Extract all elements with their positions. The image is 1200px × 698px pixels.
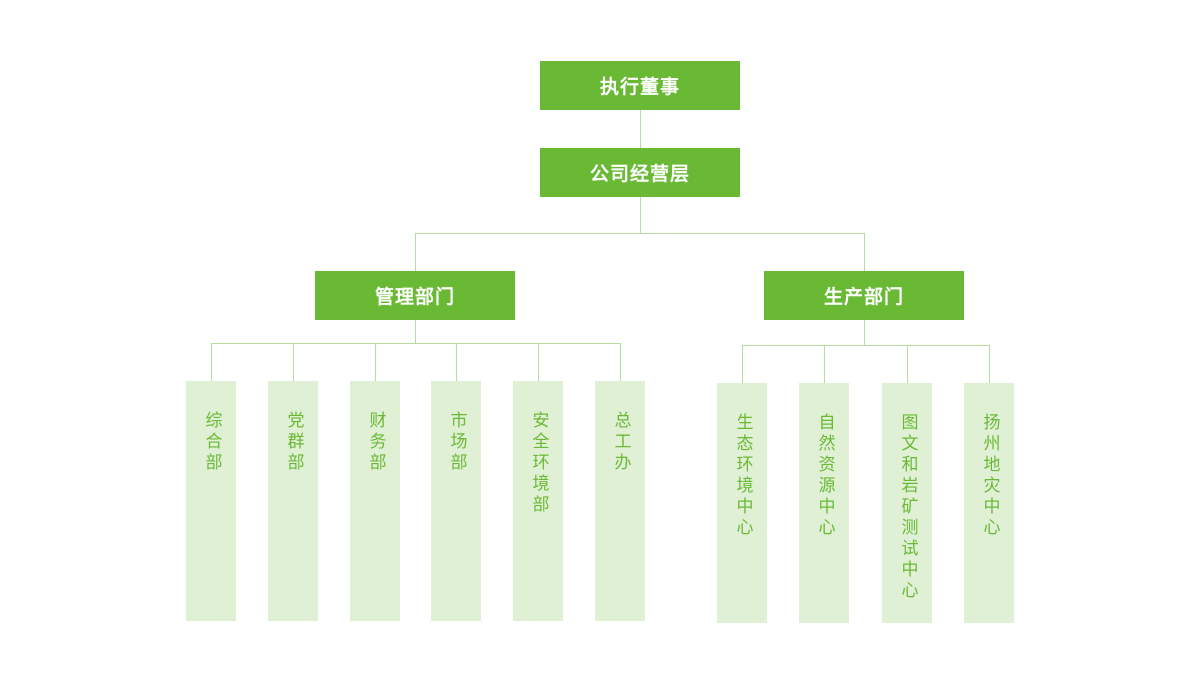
leaf-label: 党群部 — [283, 411, 304, 474]
connector-leaf-9 — [907, 345, 908, 383]
connector-branch-bar — [415, 233, 865, 234]
connector-branch-production-down — [864, 320, 865, 345]
leaf-label: 财务部 — [365, 411, 386, 474]
leaf-label: 市场部 — [446, 411, 467, 474]
leaf-label: 自然资源中心 — [814, 413, 835, 539]
leaf-node: 生态环境中心 — [717, 383, 767, 623]
connector-leaf-8 — [824, 345, 825, 383]
connector-to-branch-management — [415, 233, 416, 271]
node-executive-director: 执行董事 — [540, 61, 740, 110]
connector-management-children-bar — [211, 343, 621, 344]
leaf-node: 安全环境部 — [513, 381, 563, 621]
connector-root-management — [640, 110, 641, 148]
leaf-node: 图文和岩矿测试中心 — [882, 383, 932, 623]
node-company-management: 公司经营层 — [540, 148, 740, 197]
leaf-label: 扬州地灾中心 — [979, 413, 1000, 539]
leaf-label: 生态环境中心 — [732, 413, 753, 539]
leaf-node: 综合部 — [186, 381, 236, 621]
connector-leaf-1 — [211, 343, 212, 381]
connector-leaf-7 — [742, 345, 743, 383]
leaf-node: 党群部 — [268, 381, 318, 621]
leaf-label: 图文和岩矿测试中心 — [897, 413, 918, 602]
leaf-node: 总工办 — [595, 381, 645, 621]
leaf-node: 扬州地灾中心 — [964, 383, 1014, 623]
connector-leaf-6 — [620, 343, 621, 381]
connector-production-children-bar — [742, 345, 990, 346]
node-branch-management: 管理部门 — [315, 271, 515, 320]
connector-leaf-3 — [375, 343, 376, 381]
leaf-node: 自然资源中心 — [799, 383, 849, 623]
leaf-label: 综合部 — [201, 411, 222, 474]
connector-branch-management-down — [415, 320, 416, 343]
connector-leaf-10 — [989, 345, 990, 383]
leaf-node: 市场部 — [431, 381, 481, 621]
connector-to-branch-production — [864, 233, 865, 271]
connector-leaf-5 — [538, 343, 539, 381]
leaf-label: 总工办 — [610, 411, 631, 474]
leaf-node: 财务部 — [350, 381, 400, 621]
leaf-label: 安全环境部 — [528, 411, 549, 516]
connector-leaf-4 — [456, 343, 457, 381]
connector-leaf-2 — [293, 343, 294, 381]
node-branch-production: 生产部门 — [764, 271, 964, 320]
connector-management-down — [640, 197, 641, 233]
